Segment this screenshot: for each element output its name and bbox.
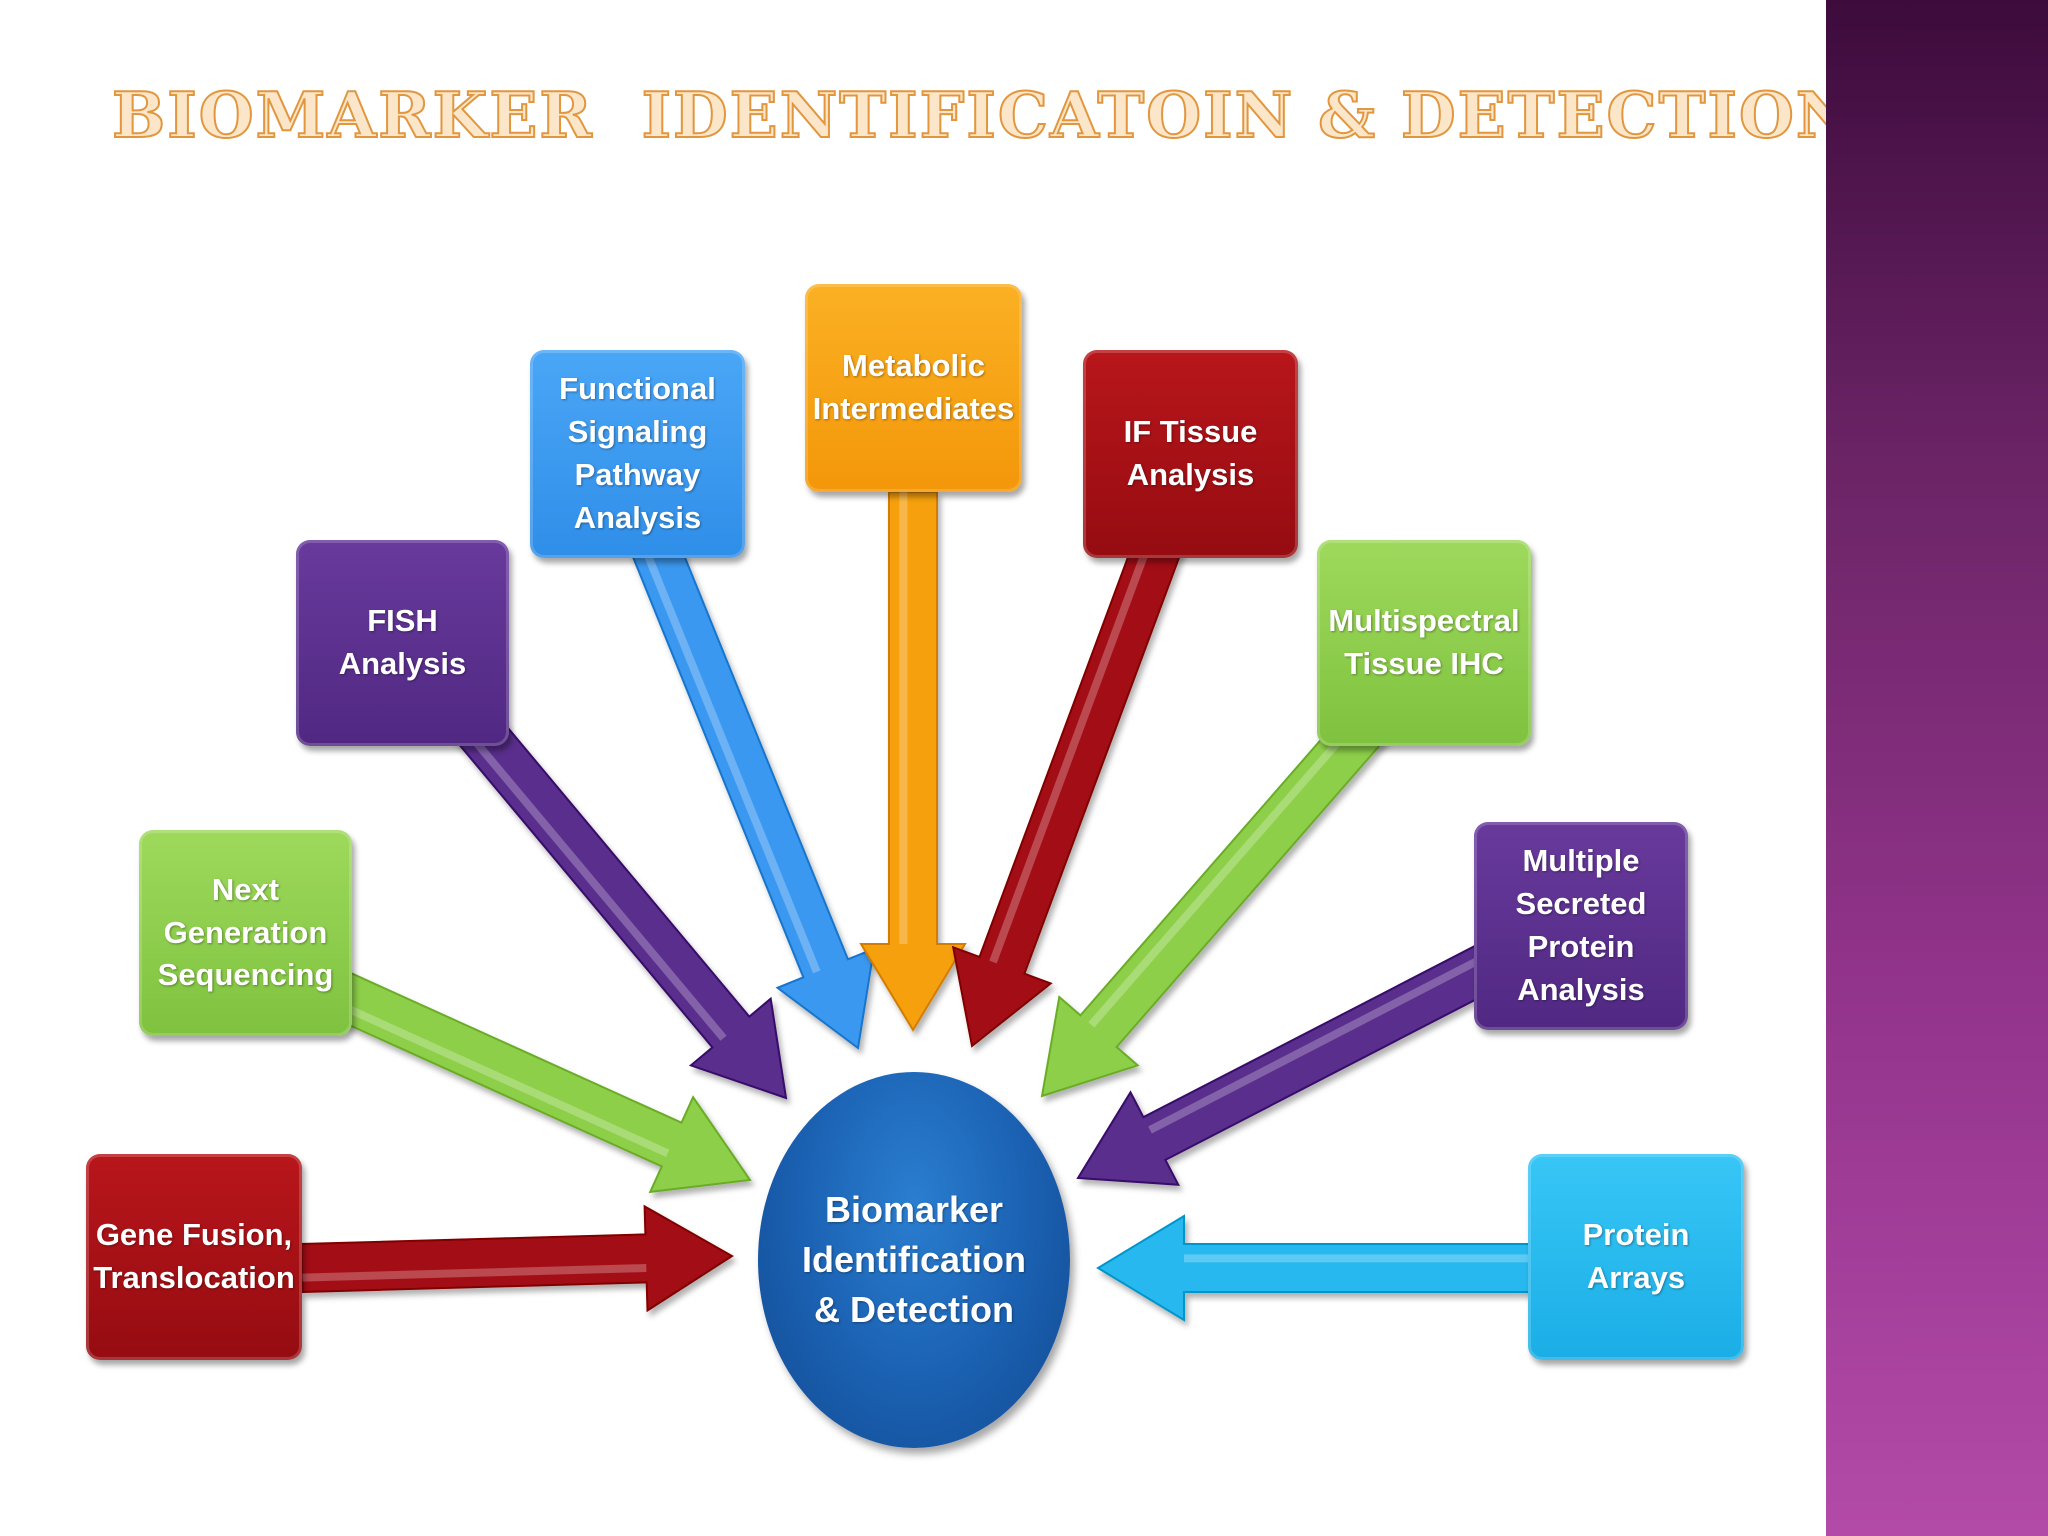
arrow-highlight-if-tissue [989, 535, 1155, 964]
node-fish-analysis: FISH Analysis [296, 540, 509, 746]
slide: Biomarker Identificatoin & Detection Gen… [86, 77, 1855, 1448]
node-gene-fusion: Gene Fusion, Translocation [86, 1154, 302, 1360]
arrow-highlight-ngs [324, 995, 670, 1157]
arrow-if-tissue [951, 530, 1184, 1048]
arrow-gene-fusion [300, 1204, 734, 1313]
arrow-highlight-functional [639, 542, 821, 974]
arrow-multiple-secreted [1076, 937, 1513, 1186]
arrow-highlight-fish [459, 723, 727, 1041]
arrow-highlight-multispectral [1088, 711, 1366, 1028]
center-node-biomarker: Biomarker Identification & Detection [758, 1072, 1070, 1448]
arrow-ngs [318, 966, 752, 1194]
arrow-fish [450, 703, 788, 1100]
node-protein-arrays: Protein Arrays [1528, 1154, 1744, 1360]
arrow-metabolic [859, 491, 967, 1032]
slide-title: Biomarker Identificatoin & Detection [111, 77, 1856, 153]
arrow-protein-arrays [1096, 1214, 1531, 1322]
arrows-layer [300, 491, 1531, 1322]
node-functional-signaling-pathway-analysis: Functional Signaling Pathway Analysis [530, 350, 745, 558]
arrow-highlight-gene-fusion [302, 1264, 647, 1282]
node-multispectral-tissue-ihc: Multispectral Tissue IHC [1317, 540, 1531, 746]
arrow-multispectral [1040, 702, 1390, 1098]
node-multiple-secreted-protein-analysis: Multiple Secreted Protein Analysis [1474, 822, 1688, 1030]
node-if-tissue-analysis: IF Tissue Analysis [1083, 350, 1298, 558]
arrow-highlight-multiple-secreted [1148, 947, 1498, 1134]
node-metabolic-intermediates: Metabolic Intermediates [805, 284, 1022, 492]
decorative-side-panel [1826, 0, 2048, 1536]
arrow-functional [628, 529, 876, 1050]
node-next-generation-sequencing: Next Generation Sequencing [139, 830, 352, 1036]
